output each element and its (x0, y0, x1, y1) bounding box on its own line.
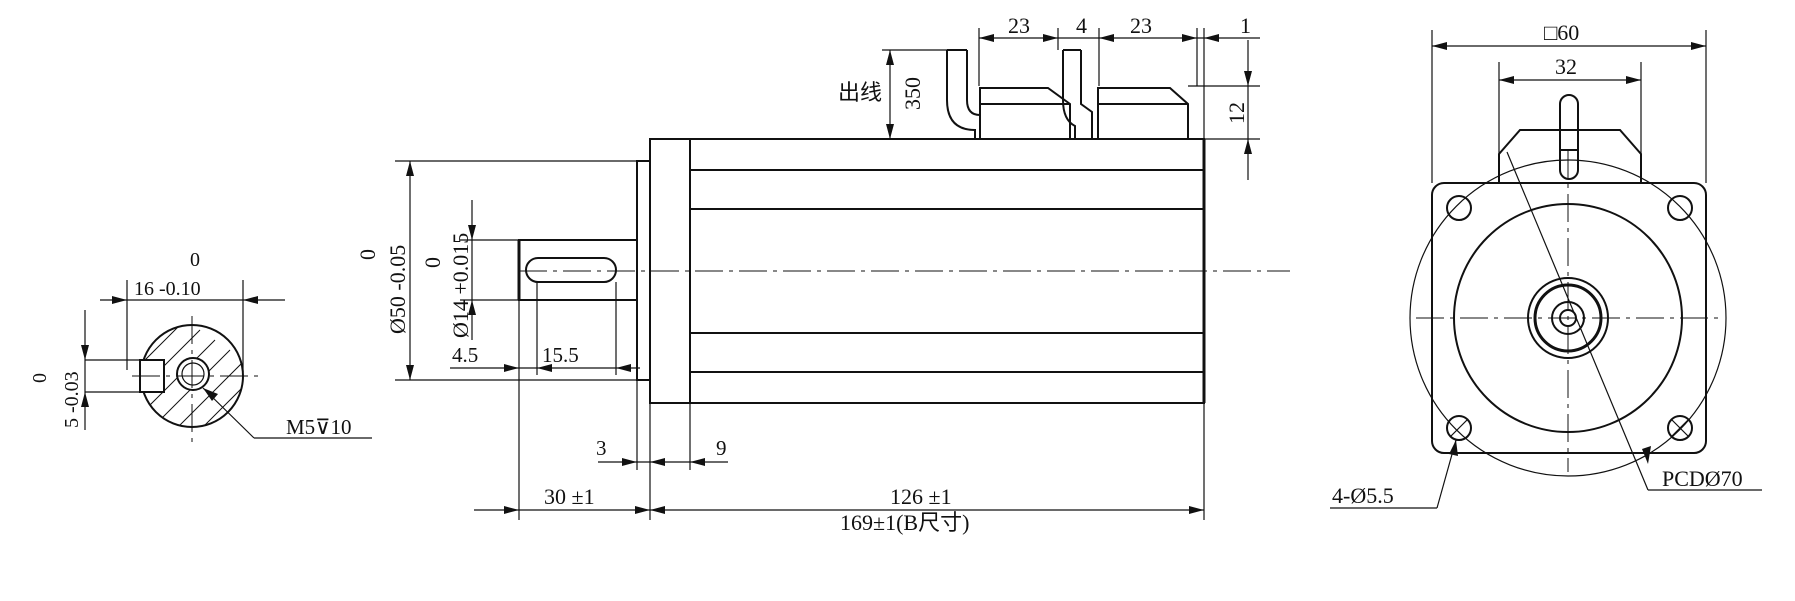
shaft-len-label: 30 ±1 (544, 484, 595, 509)
thread-label: M5⊽10 (286, 415, 352, 439)
shaft-section-view: 0 16 -0.10 0 5 -0.03 M5⊽10 (29, 249, 372, 444)
conn-span-label: 32 (1555, 54, 1577, 79)
sq-size-label: □60 (1544, 20, 1579, 45)
shoulder-label: 4.5 (452, 343, 478, 367)
holes-label: 4-Ø5.5 (1332, 483, 1394, 508)
connector-2 (1097, 87, 1189, 140)
conn-w1-label: 23 (1008, 13, 1030, 38)
sec-width-label: 16 -0.10 (134, 278, 201, 300)
pilot-label: 9 (716, 436, 727, 460)
sec-tol-upper: 0 (190, 249, 200, 271)
conn-end-label: 1 (1240, 13, 1251, 38)
flange-tol-upper: 0 (355, 249, 380, 260)
conn-gap-label: 4 (1076, 13, 1087, 38)
motor-side-view: 23 4 23 1 12 350 出线 0 Ø50 -0.05 0 Ø1 (355, 13, 1290, 535)
flange-thk-label: 3 (596, 436, 607, 460)
body-len-label: 126 ±1 (890, 484, 952, 509)
shaft-tol-upper: 0 (420, 257, 445, 268)
key-len-label: 15.5 (542, 343, 579, 367)
front-connector (1498, 129, 1642, 183)
flange-dia-label: Ø50 -0.05 (385, 245, 410, 334)
connector-1 (979, 87, 1071, 140)
lead-cable (946, 50, 976, 139)
mount-hole-bl (1446, 415, 1472, 441)
mount-hole-tr (1667, 195, 1693, 221)
total-len-label: 169±1(B尺寸) (840, 510, 969, 535)
key-tol-upper: 0 (29, 373, 51, 383)
conn-w2-label: 23 (1130, 13, 1152, 38)
key-depth-label: 5 -0.03 (61, 371, 83, 428)
mount-hole-tl (1446, 195, 1472, 221)
conn-h-label: 12 (1224, 102, 1249, 124)
shaft-keyway (525, 257, 617, 283)
pcd-label: PCDØ70 (1662, 466, 1743, 491)
mount-hole-br (1667, 415, 1693, 441)
lead-len-label: 350 (900, 77, 925, 110)
shaft-dia-label: Ø14 +0.015 (448, 233, 473, 338)
lead-out-label: 出线 (838, 80, 882, 105)
motor-front-view: □60 32 PCDØ70 4-Ø5.5 (1330, 20, 1762, 509)
